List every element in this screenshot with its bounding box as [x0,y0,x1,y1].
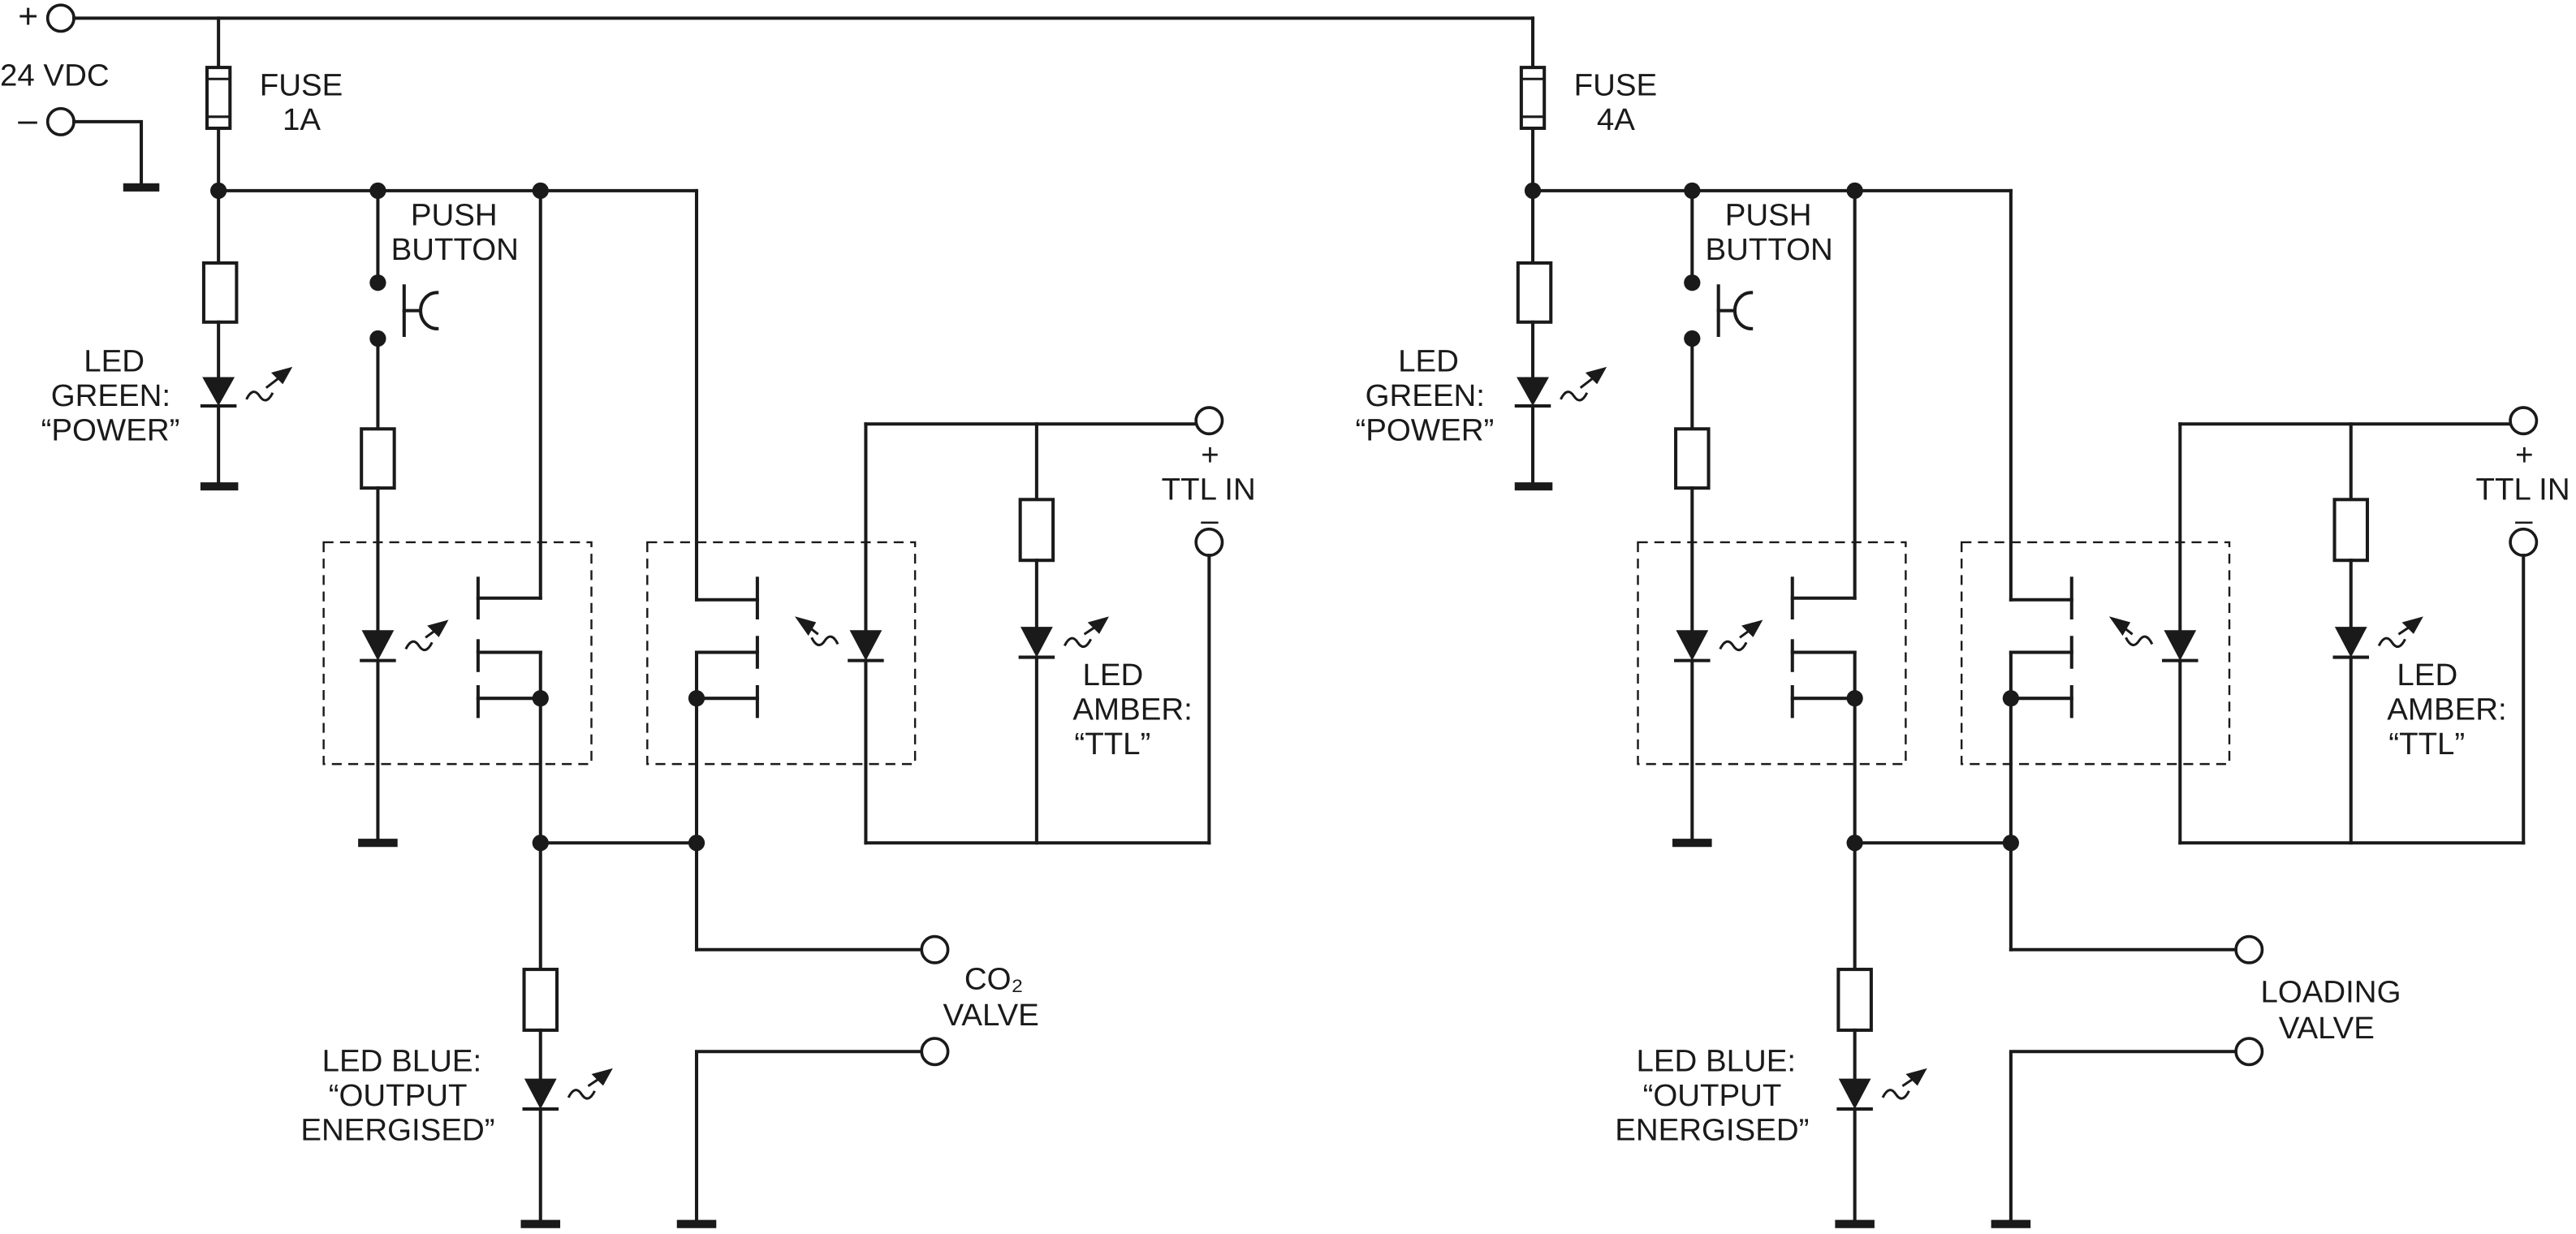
led-ttl-label-3: “TTL” [2388,727,2465,762]
ttl-plus-terminal [2509,406,2539,436]
supply-voltage-label: 24 VDC [0,58,110,93]
fuse-rating: 4A [1597,102,1635,137]
power-supply: + 24 VDC – [0,0,1535,192]
resistor-symbol [522,968,559,1032]
fuse-symbol [205,66,232,131]
opto-led-symbol [795,616,884,662]
led-ttl-label-2: AMBER: [2387,692,2506,727]
led-output-label-3: ENERGISED” [300,1113,494,1148]
push-button-symbol [1716,284,1754,337]
valve-terminal-2 [2234,1037,2264,1067]
valve-label-2: VALVE [2279,1011,2375,1046]
led-power-label-3: “POWER” [1355,412,1494,447]
led-blue-symbol [1836,1068,1927,1111]
valve-label-1: LOADING [2260,975,2401,1010]
valve-terminal-2 [920,1037,950,1067]
resistor-symbol [1674,427,1711,490]
circuit-co2-valve: FUSE 1A LED GREEN: “POWER” [41,16,1256,1228]
supply-plus-label: + [18,0,38,37]
led-amber-symbol [1018,616,1109,659]
resistor-symbol [1516,261,1553,324]
valve-terminal-1 [2234,934,2264,964]
led-output-label-1: LED BLUE: [1637,1044,1797,1079]
led-output-label-1: LED BLUE: [322,1044,482,1079]
push-button-label-2: BUTTON [1705,232,1832,267]
ttl-minus-terminal [2509,527,2539,557]
led-ttl-label-1: LED [2397,658,2457,693]
ttl-plus-terminal [1194,406,1224,436]
circuit-loading-valve: FUSE 4A LED GREEN: “POWER” [1355,16,2570,1228]
opto-relay-box [1960,541,2231,766]
led-output-label-2: “OUTPUT [1643,1078,1782,1113]
opto-led-symbol [1674,619,1763,662]
push-button-label-1: PUSH [411,197,498,232]
fuse-label: FUSE [1574,68,1658,103]
resistor-symbol [2332,498,2370,563]
opto-relay-box [1637,541,1907,766]
led-power-label-3: “POWER” [41,412,180,447]
push-button-label-1: PUSH [1725,197,1812,232]
resistor-symbol [1018,498,1055,563]
led-ttl-label-2: AMBER: [1072,692,1192,727]
resistor-symbol [360,427,396,490]
ttl-in-label: TTL IN [1162,472,1256,507]
opto-relay-box [646,541,917,766]
led-amber-symbol [2332,616,2423,659]
supply-minus-label: – [18,101,37,140]
resistor-symbol [201,261,239,324]
mosfet-symbol [694,576,759,718]
mosfet-symbol [2009,576,2073,718]
ttl-plus-label: + [1201,438,1219,472]
ttl-plus-label: + [2515,438,2533,472]
push-button-label-2: BUTTON [391,232,519,267]
ttl-in-label: TTL IN [2476,472,2570,507]
mosfet-symbol [1790,576,1857,718]
led-power-label-2: GREEN: [1366,378,1485,413]
mosfet-symbol [476,576,542,718]
fuse-symbol [1519,66,1547,131]
opto-relay-box [322,541,593,766]
led-power-label-1: LED [1398,343,1459,378]
resistor-symbol [1836,968,1873,1032]
supply-plus-terminal [45,3,76,33]
led-output-label-2: “OUTPUT [329,1078,468,1113]
led-power-label-1: LED [84,343,145,378]
led-output-label-3: ENERGISED” [1615,1113,1809,1148]
ttl-minus-terminal [1194,527,1224,557]
valve-label-2: VALVE [943,998,1039,1033]
led-blue-symbol [522,1068,613,1111]
led-power-label-2: GREEN: [51,378,170,413]
valve-terminal-1 [920,934,950,964]
push-button-symbol [402,284,439,337]
opto-led-symbol [360,619,449,662]
opto-led-symbol [2108,616,2198,662]
led-green-symbol [1514,366,1607,408]
valve-label-1: CO₂ [964,961,1024,996]
fuse-label: FUSE [260,68,343,103]
led-ttl-label-3: “TTL” [1074,727,1150,762]
fuse-rating: 1A [283,102,321,137]
supply-minus-terminal [45,106,76,136]
led-ttl-label-1: LED [1083,658,1144,693]
led-green-symbol [200,366,293,408]
